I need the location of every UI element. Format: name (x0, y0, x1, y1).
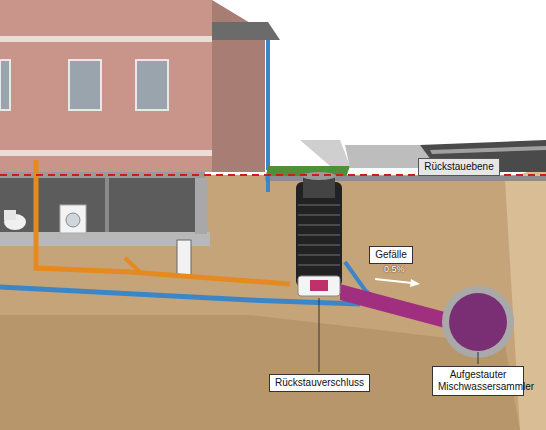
downpipe (266, 40, 270, 170)
label-text: Gefälle (375, 249, 407, 261)
wall-band (0, 36, 212, 42)
roof-edge (212, 22, 280, 40)
slope-arrow (375, 279, 412, 283)
sewer-ring (442, 286, 514, 358)
slope-arrowhead (410, 279, 420, 287)
sewer-water (449, 293, 507, 351)
slope-label: Gefälle (369, 246, 413, 264)
toilet-tank (4, 210, 16, 220)
sky (0, 0, 546, 175)
shaft-ribs (298, 205, 340, 265)
label-text: Rückstauebene (424, 161, 494, 173)
wastewater-branch (125, 258, 140, 272)
backed-up-pipe (340, 284, 445, 328)
window (69, 60, 101, 110)
callout-box: Rückstauverschluss (269, 374, 370, 392)
floor-drain-pit (177, 240, 191, 276)
outer-wall (195, 178, 207, 234)
label-text: Rückstauverschluss (275, 377, 364, 389)
soil (0, 175, 546, 430)
wall-band (0, 150, 212, 156)
label-text: Aufgestauter Mischwassersammler (438, 369, 518, 393)
road (420, 140, 546, 172)
leader-line (478, 352, 479, 364)
washing-machine (60, 205, 86, 233)
wastewater-pipe (36, 160, 290, 284)
window (136, 60, 168, 110)
leader-line (319, 298, 320, 372)
window (0, 60, 10, 110)
basement-wall (105, 178, 109, 234)
road-mark (430, 146, 546, 154)
slope-value: 0.5% (384, 264, 405, 275)
washing-machine-door (66, 213, 80, 227)
rainwater-inlet (266, 175, 270, 192)
building-wall (0, 0, 212, 172)
level-label: Rückstauebene (418, 158, 500, 176)
valve-flap (310, 280, 328, 291)
basement (0, 172, 205, 234)
backflow-valve (298, 276, 340, 296)
callout-box: Aufgestauter Mischwassersammler (432, 366, 524, 396)
path (300, 140, 350, 166)
